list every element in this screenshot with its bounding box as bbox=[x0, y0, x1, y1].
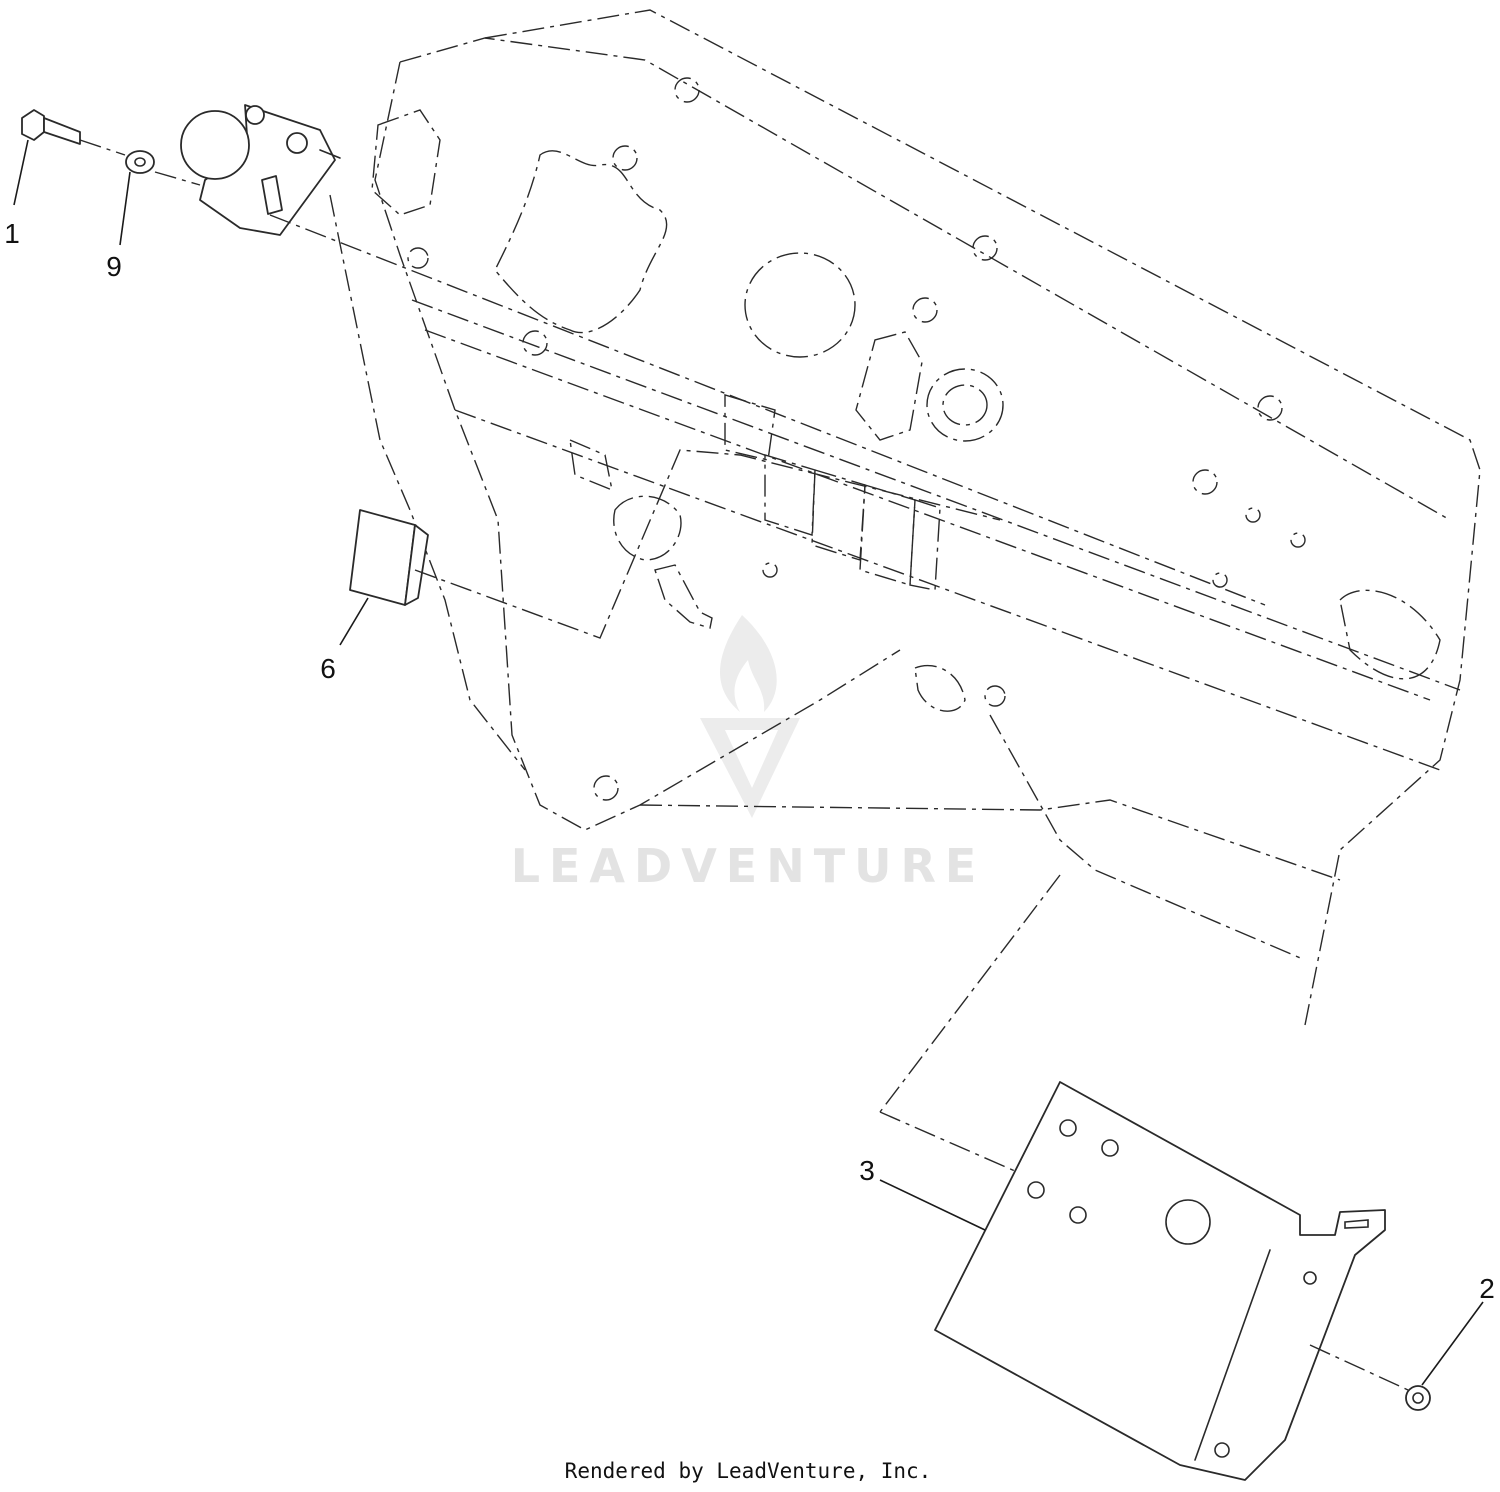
watermark: LEADVENTURE bbox=[511, 615, 986, 893]
callout-1: 1 bbox=[4, 218, 20, 249]
callout-9: 9 bbox=[106, 251, 122, 282]
callout-6: 6 bbox=[320, 653, 336, 684]
callout-2: 2 bbox=[1479, 1273, 1495, 1304]
watermark-text: LEADVENTURE bbox=[511, 839, 986, 893]
callout-leaders bbox=[13, 139, 1484, 1386]
mounting-plate bbox=[934, 1081, 1386, 1481]
ball-mount-bracket bbox=[180, 104, 341, 236]
assembly-lines bbox=[79, 139, 1409, 1391]
flat-washer-part bbox=[125, 150, 155, 174]
callout-3: 3 bbox=[859, 1155, 875, 1186]
watermark-v-icon bbox=[700, 718, 800, 818]
callout-labels: 1 9 6 3 2 bbox=[4, 218, 1495, 1304]
hex-bolt-part bbox=[21, 109, 81, 145]
watermark-flame-icon bbox=[720, 615, 777, 712]
lock-nut-part bbox=[1405, 1385, 1431, 1411]
control-panel bbox=[329, 9, 1481, 1183]
footer-credit: Rendered by LeadVenture, Inc. bbox=[565, 1459, 932, 1483]
switch-part bbox=[349, 509, 429, 606]
